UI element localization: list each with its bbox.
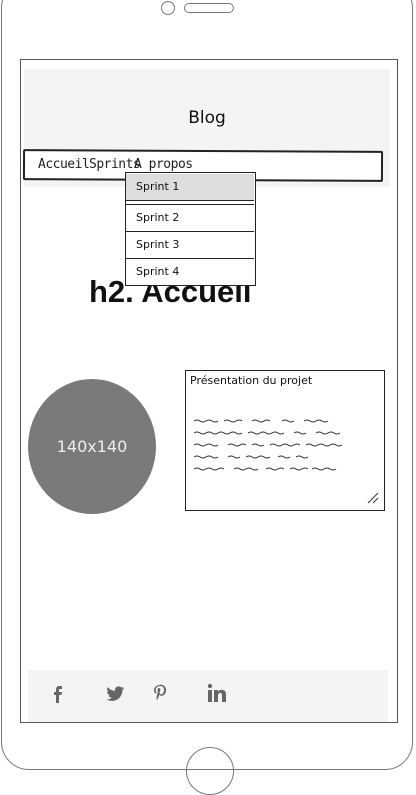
linkedin-icon[interactable] <box>207 683 227 703</box>
nav-link-accueil[interactable]: Accueil <box>38 157 90 172</box>
scribble-text <box>193 419 379 504</box>
nav-link-sprints[interactable]: Sprints <box>89 157 141 172</box>
speaker-grille <box>184 3 234 13</box>
image-placeholder: 140x140 <box>28 379 156 514</box>
dropdown-item-sprint-3[interactable]: Sprint 3 <box>136 238 180 251</box>
sprints-dropdown-menu: Sprint 1 Sprint 2 Sprint 3 Sprint 4 <box>125 172 256 286</box>
nav-link-a-propos[interactable]: A propos <box>134 157 193 172</box>
dropdown-item-sprint-2[interactable]: Sprint 2 <box>136 211 180 224</box>
image-placeholder-label: 140x140 <box>56 437 128 456</box>
dropdown-divider <box>126 258 254 259</box>
page-title: Blog <box>188 108 226 128</box>
presentation-title: Présentation du projet <box>190 374 313 387</box>
dropdown-item-sprint-4[interactable]: Sprint 4 <box>136 265 180 278</box>
presentation-textarea[interactable]: Présentation du projet <box>185 370 385 511</box>
dropdown-divider <box>126 204 254 205</box>
pinterest-icon[interactable] <box>152 683 168 703</box>
dropdown-divider <box>126 200 254 201</box>
facebook-icon[interactable] <box>50 683 64 703</box>
home-button[interactable] <box>186 747 234 795</box>
camera-icon <box>161 1 175 15</box>
twitter-icon[interactable] <box>105 683 125 703</box>
dropdown-divider <box>126 231 254 232</box>
dropdown-item-sprint-1[interactable]: Sprint 1 <box>126 174 254 200</box>
